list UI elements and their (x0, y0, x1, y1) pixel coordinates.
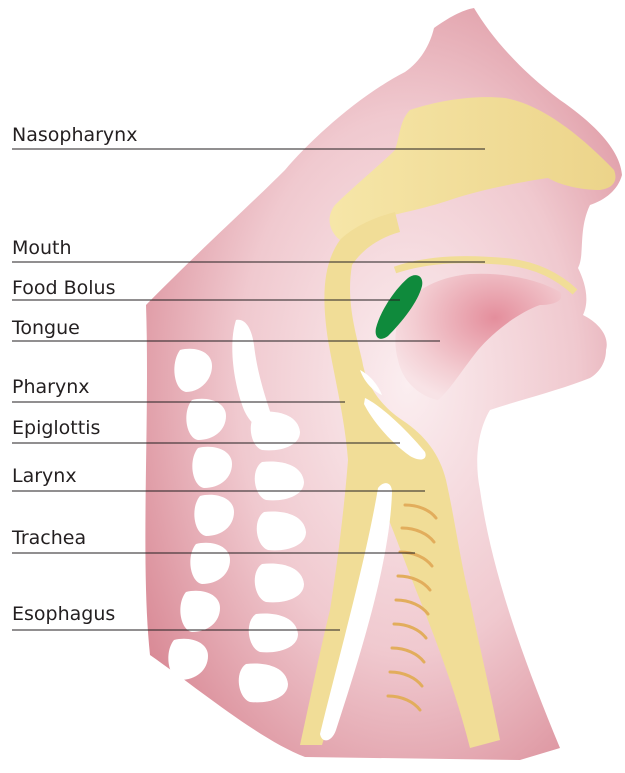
label-trachea: Trachea (12, 528, 86, 548)
label-esophagus: Esophagus (12, 604, 115, 624)
label-pharynx: Pharynx (12, 377, 89, 397)
label-nasopharynx: Nasopharynx (12, 125, 137, 145)
label-mouth: Mouth (12, 238, 72, 258)
label-food-bolus: Food Bolus (12, 278, 115, 298)
label-larynx: Larynx (12, 466, 77, 486)
label-tongue: Tongue (12, 318, 80, 338)
label-epiglottis: Epiglottis (12, 418, 100, 438)
